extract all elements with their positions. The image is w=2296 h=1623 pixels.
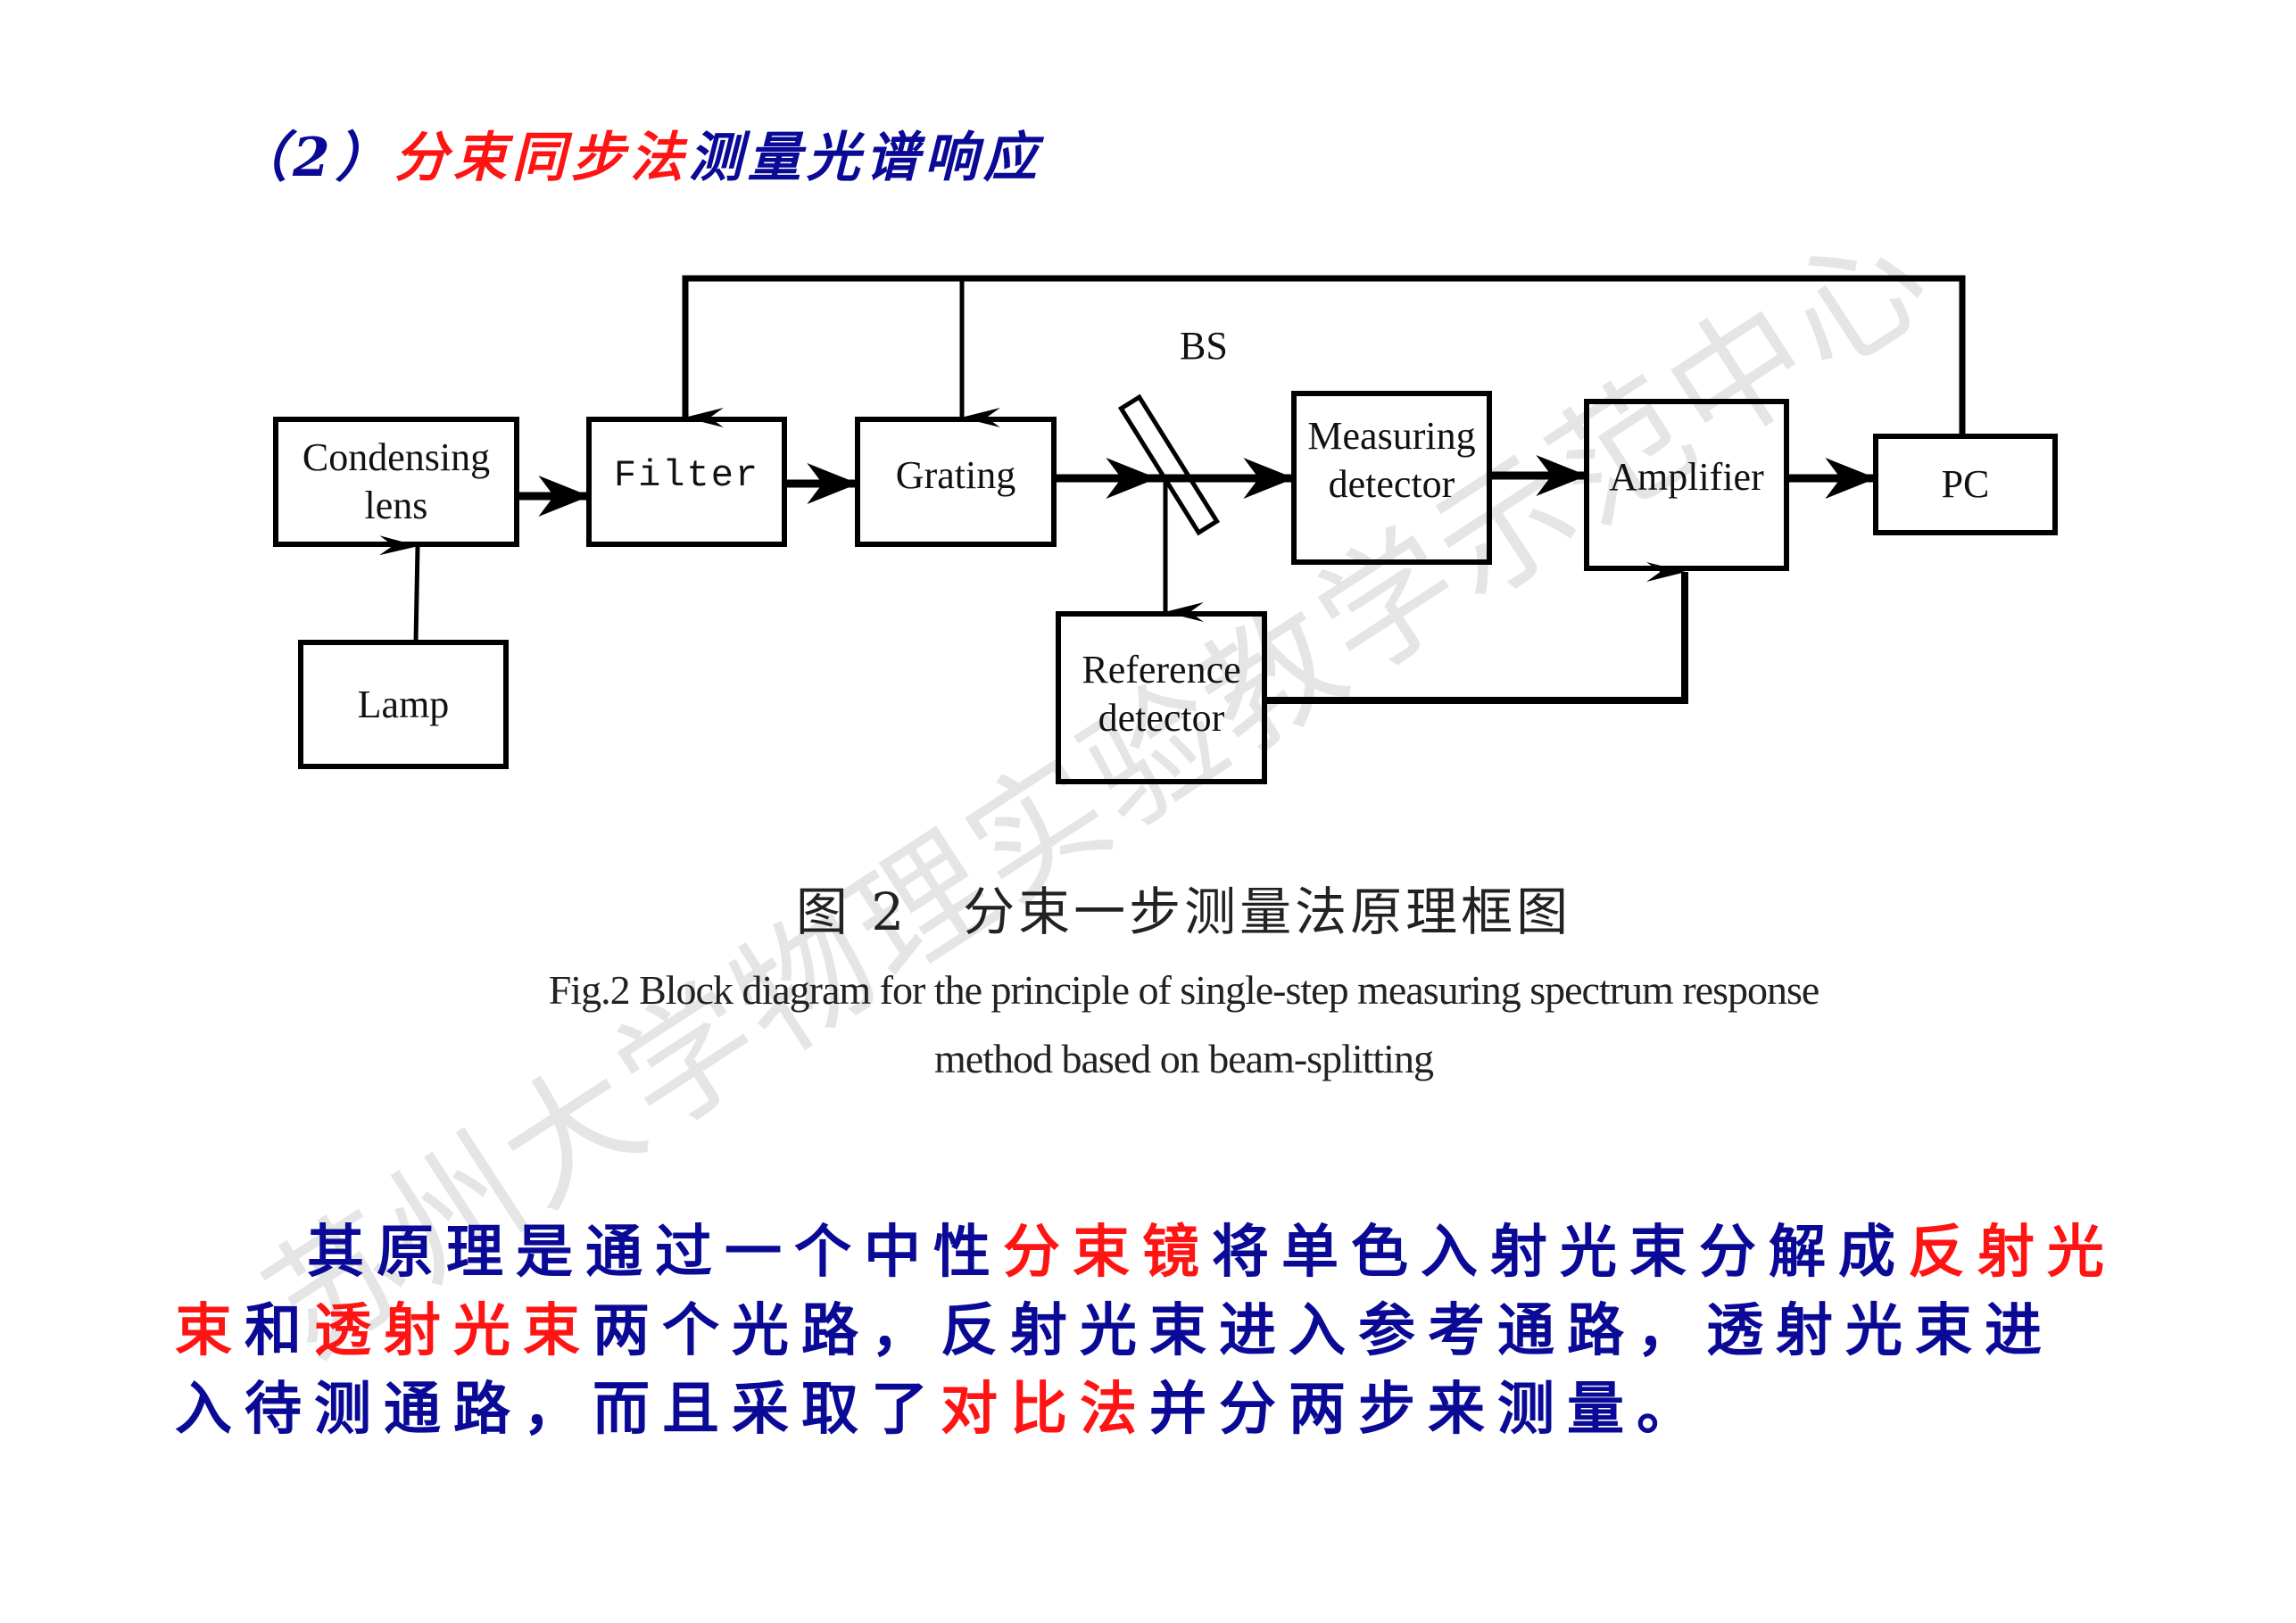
paragraph-segment: 分束镜 xyxy=(1003,1219,1212,1286)
reference-detector-label-line2: detector xyxy=(1098,696,1225,740)
principle-paragraph: 其原理是通过一个中性分束镜将单色入射光束分解成反射光束和透射光束两个光路，反射光… xyxy=(175,1213,2120,1449)
beam-splitter-label: BS xyxy=(1180,324,1228,368)
feedback-line-pc xyxy=(682,275,1966,436)
paragraph-segment: 两个光路，反射光束进入参考通路，透射光束进入待测通路，而且采取了 xyxy=(175,1297,2054,1443)
lamp-label: Lamp xyxy=(357,682,450,726)
paragraph-segment: 反射光束 xyxy=(175,1219,2117,1364)
figure-caption-english-line2: method based on beam-splitting xyxy=(934,1036,1434,1081)
measuring-detector-label: Measuring detector xyxy=(1294,393,1489,518)
condensing-lens-label-line1: Condensing xyxy=(302,435,491,479)
lamp-box xyxy=(298,640,509,769)
reference-detector-label-line1: Reference xyxy=(1082,648,1241,691)
section-title: （2）分束同步法测量光谱响应 xyxy=(234,114,1042,192)
section-title-rest: 测量光谱响应 xyxy=(688,127,1042,189)
arrow-lamp-to-lens xyxy=(378,535,420,643)
condensing-lens-label-line2: lens xyxy=(364,484,428,527)
reference-detector-label: Reference detector xyxy=(1058,614,1264,757)
paragraph-segment: 透射光束 xyxy=(314,1297,593,1364)
measuring-detector-label-line2: detector xyxy=(1328,462,1455,506)
filter-label: Filter xyxy=(613,453,760,497)
section-title-highlight: 分束同步法 xyxy=(394,127,689,189)
paragraph-segment: 其原理是通过一个中性 xyxy=(307,1219,1003,1286)
measuring-detector-label-line1: Measuring xyxy=(1307,414,1476,458)
line-reference-to-amplifier xyxy=(1264,562,1688,704)
figure-caption-chinese: 图 2 分束一步测量法原理框图 xyxy=(795,882,1572,942)
grating-label: Grating xyxy=(895,452,1016,497)
figure-caption-english-line1: Fig.2 Block diagram for the principle of… xyxy=(548,967,1820,1013)
condensing-lens-label: Condensing lens xyxy=(276,419,517,544)
paragraph-segment: 并分两步来测量。 xyxy=(1149,1376,1706,1443)
paragraph-segment: 对比法 xyxy=(941,1376,1149,1443)
pc-label: PC xyxy=(1941,462,1990,506)
paragraph-segment: 将单色入射光束分解成 xyxy=(1212,1219,1908,1286)
amplifier-label: Amplifier xyxy=(1609,455,1764,499)
section-number: （2） xyxy=(234,127,394,189)
beam-splitter xyxy=(1117,393,1221,536)
paragraph-segment: 和 xyxy=(245,1297,314,1364)
